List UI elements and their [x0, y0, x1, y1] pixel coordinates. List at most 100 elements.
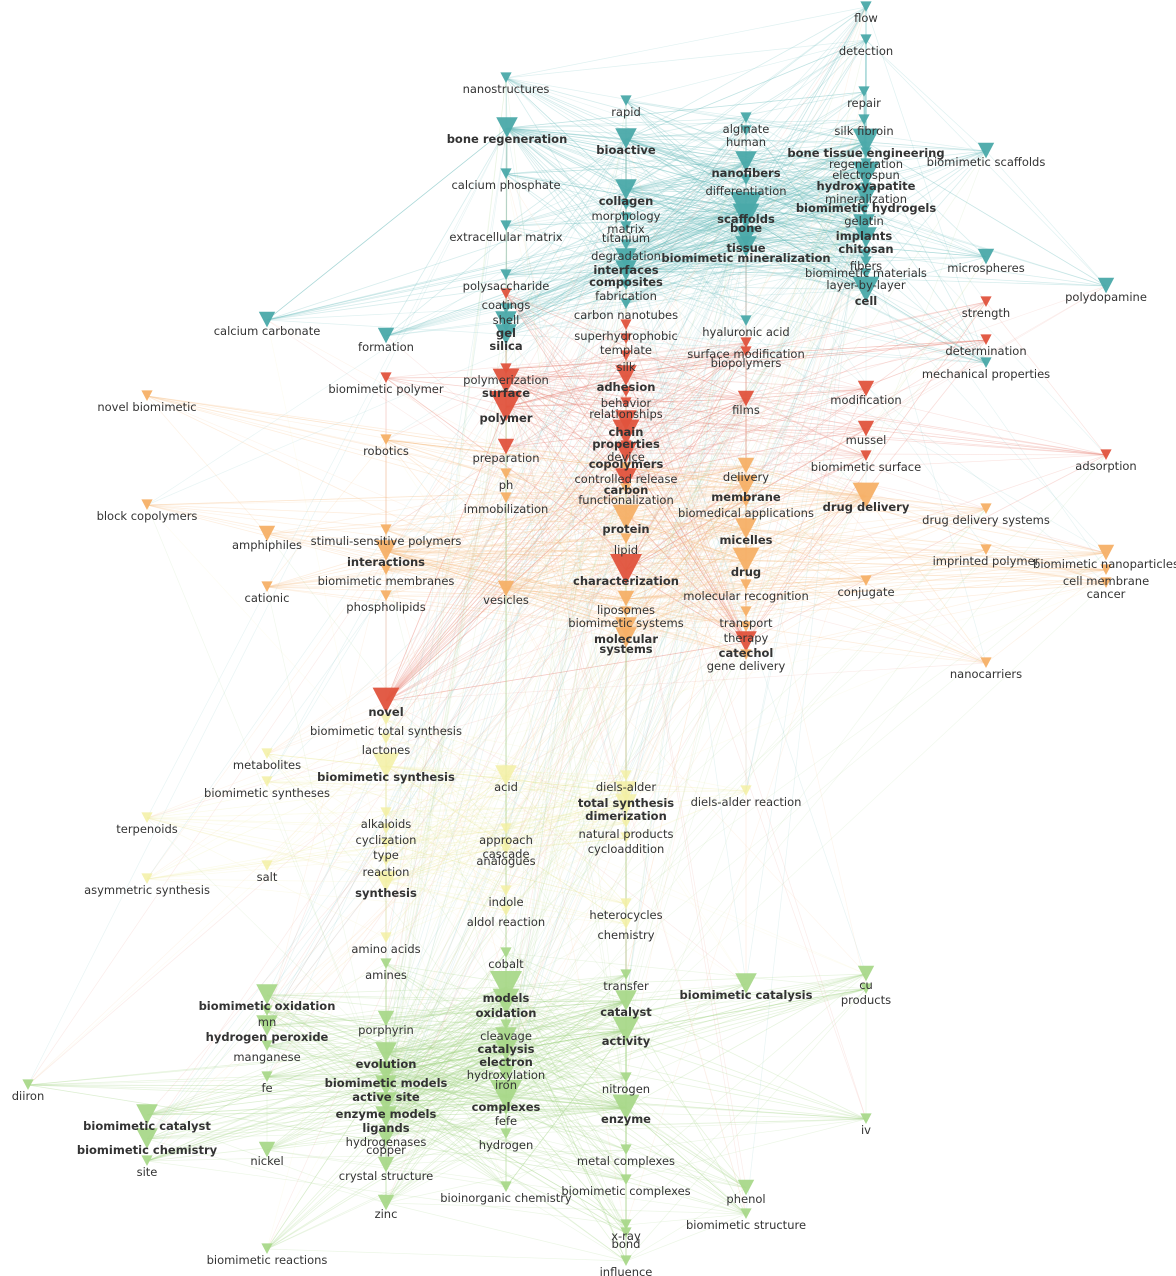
edge — [505, 495, 867, 590]
liposomes-node-marker — [617, 590, 635, 607]
edge — [505, 611, 627, 1052]
edge — [266, 1050, 507, 1250]
edge — [266, 495, 867, 755]
edge — [385, 420, 627, 740]
edge — [863, 209, 987, 258]
edge — [625, 100, 867, 198]
edge — [505, 237, 867, 310]
fefe-node-label: fefe — [495, 1114, 517, 1128]
edge — [505, 406, 627, 480]
edge — [745, 119, 865, 163]
biomimetic-synthesis-node-label: biomimetic synthesis — [317, 770, 455, 784]
edge — [505, 375, 627, 408]
edge — [385, 1202, 747, 1215]
edge — [385, 849, 507, 883]
gene-delivery-node-label: gene delivery — [707, 659, 786, 673]
edge — [625, 342, 747, 571]
edge — [505, 293, 627, 480]
edge — [505, 402, 627, 830]
edge — [625, 501, 747, 600]
edge — [505, 1095, 627, 1109]
edge — [505, 141, 867, 323]
amines-node-marker — [380, 958, 392, 970]
edge — [385, 775, 627, 814]
edge — [625, 216, 747, 305]
edge — [985, 150, 1107, 287]
edge — [385, 439, 747, 467]
enzyme-node-marker — [612, 1094, 640, 1121]
edge — [625, 580, 867, 629]
edge — [505, 381, 1107, 554]
edge — [505, 237, 867, 276]
edge — [266, 753, 507, 1052]
edge — [146, 878, 387, 883]
edge — [505, 77, 627, 191]
edge — [625, 100, 747, 209]
edge — [385, 351, 747, 702]
edge — [146, 994, 268, 1140]
edge — [745, 495, 867, 562]
edge — [625, 582, 1107, 600]
edge — [146, 395, 507, 475]
edge — [385, 161, 747, 814]
rapid-node-label: rapid — [611, 105, 641, 119]
edge — [625, 517, 747, 628]
edge — [146, 1085, 387, 1140]
edge — [745, 161, 865, 226]
edge — [625, 1000, 747, 1215]
chemistry-node-marker — [620, 918, 632, 930]
edge — [505, 473, 867, 497]
edge — [625, 445, 747, 562]
edge — [385, 1095, 507, 1104]
cell-node-label: cell — [855, 294, 878, 308]
polymer-node-marker — [490, 391, 522, 422]
edge — [146, 1149, 627, 1162]
edge — [266, 533, 507, 590]
edge — [385, 1052, 507, 1075]
edge — [625, 301, 987, 377]
edge — [385, 1024, 507, 1073]
edge — [385, 580, 867, 597]
nanofibers-node-marker — [735, 151, 757, 172]
edge — [865, 256, 987, 291]
silk-node-label: silk — [616, 360, 635, 374]
edge — [625, 485, 747, 1079]
edge — [745, 224, 865, 530]
drug-node-label: drug — [731, 565, 761, 579]
edge — [146, 504, 387, 1087]
edge — [506, 127, 627, 246]
edge — [625, 560, 747, 629]
edge — [505, 138, 627, 336]
regeneration-node-label: regeneration — [829, 157, 903, 171]
silica-node-label: silica — [489, 339, 522, 353]
edge — [266, 781, 627, 806]
edge — [625, 465, 747, 490]
therapy-node-marker — [740, 621, 752, 633]
edge — [385, 775, 507, 939]
edge — [506, 127, 867, 176]
edge — [745, 528, 1107, 584]
edge — [505, 552, 1107, 1052]
edge — [625, 355, 747, 643]
edge — [625, 117, 747, 305]
edge — [266, 812, 387, 867]
edge — [625, 216, 747, 246]
biomimetic-polymer-node-label: biomimetic polymer — [328, 382, 444, 396]
biomimetic-chemistry-node-label: biomimetic chemistry — [77, 1143, 218, 1157]
nanostructures-node-marker — [500, 72, 512, 84]
edge — [385, 1037, 507, 1054]
porphyrin-node-marker — [377, 1010, 395, 1027]
copper-node-marker — [377, 1130, 395, 1147]
edge — [505, 986, 627, 1262]
edge — [506, 127, 627, 206]
edge — [745, 495, 867, 586]
edge — [385, 1116, 507, 1188]
edge — [266, 586, 627, 629]
edge — [385, 161, 747, 767]
edge — [505, 161, 747, 175]
cobalt-node-marker — [500, 947, 512, 959]
edge — [385, 550, 507, 988]
biomimetic-models-node-marker — [375, 1061, 397, 1082]
edge — [505, 406, 627, 519]
edge — [385, 446, 507, 862]
